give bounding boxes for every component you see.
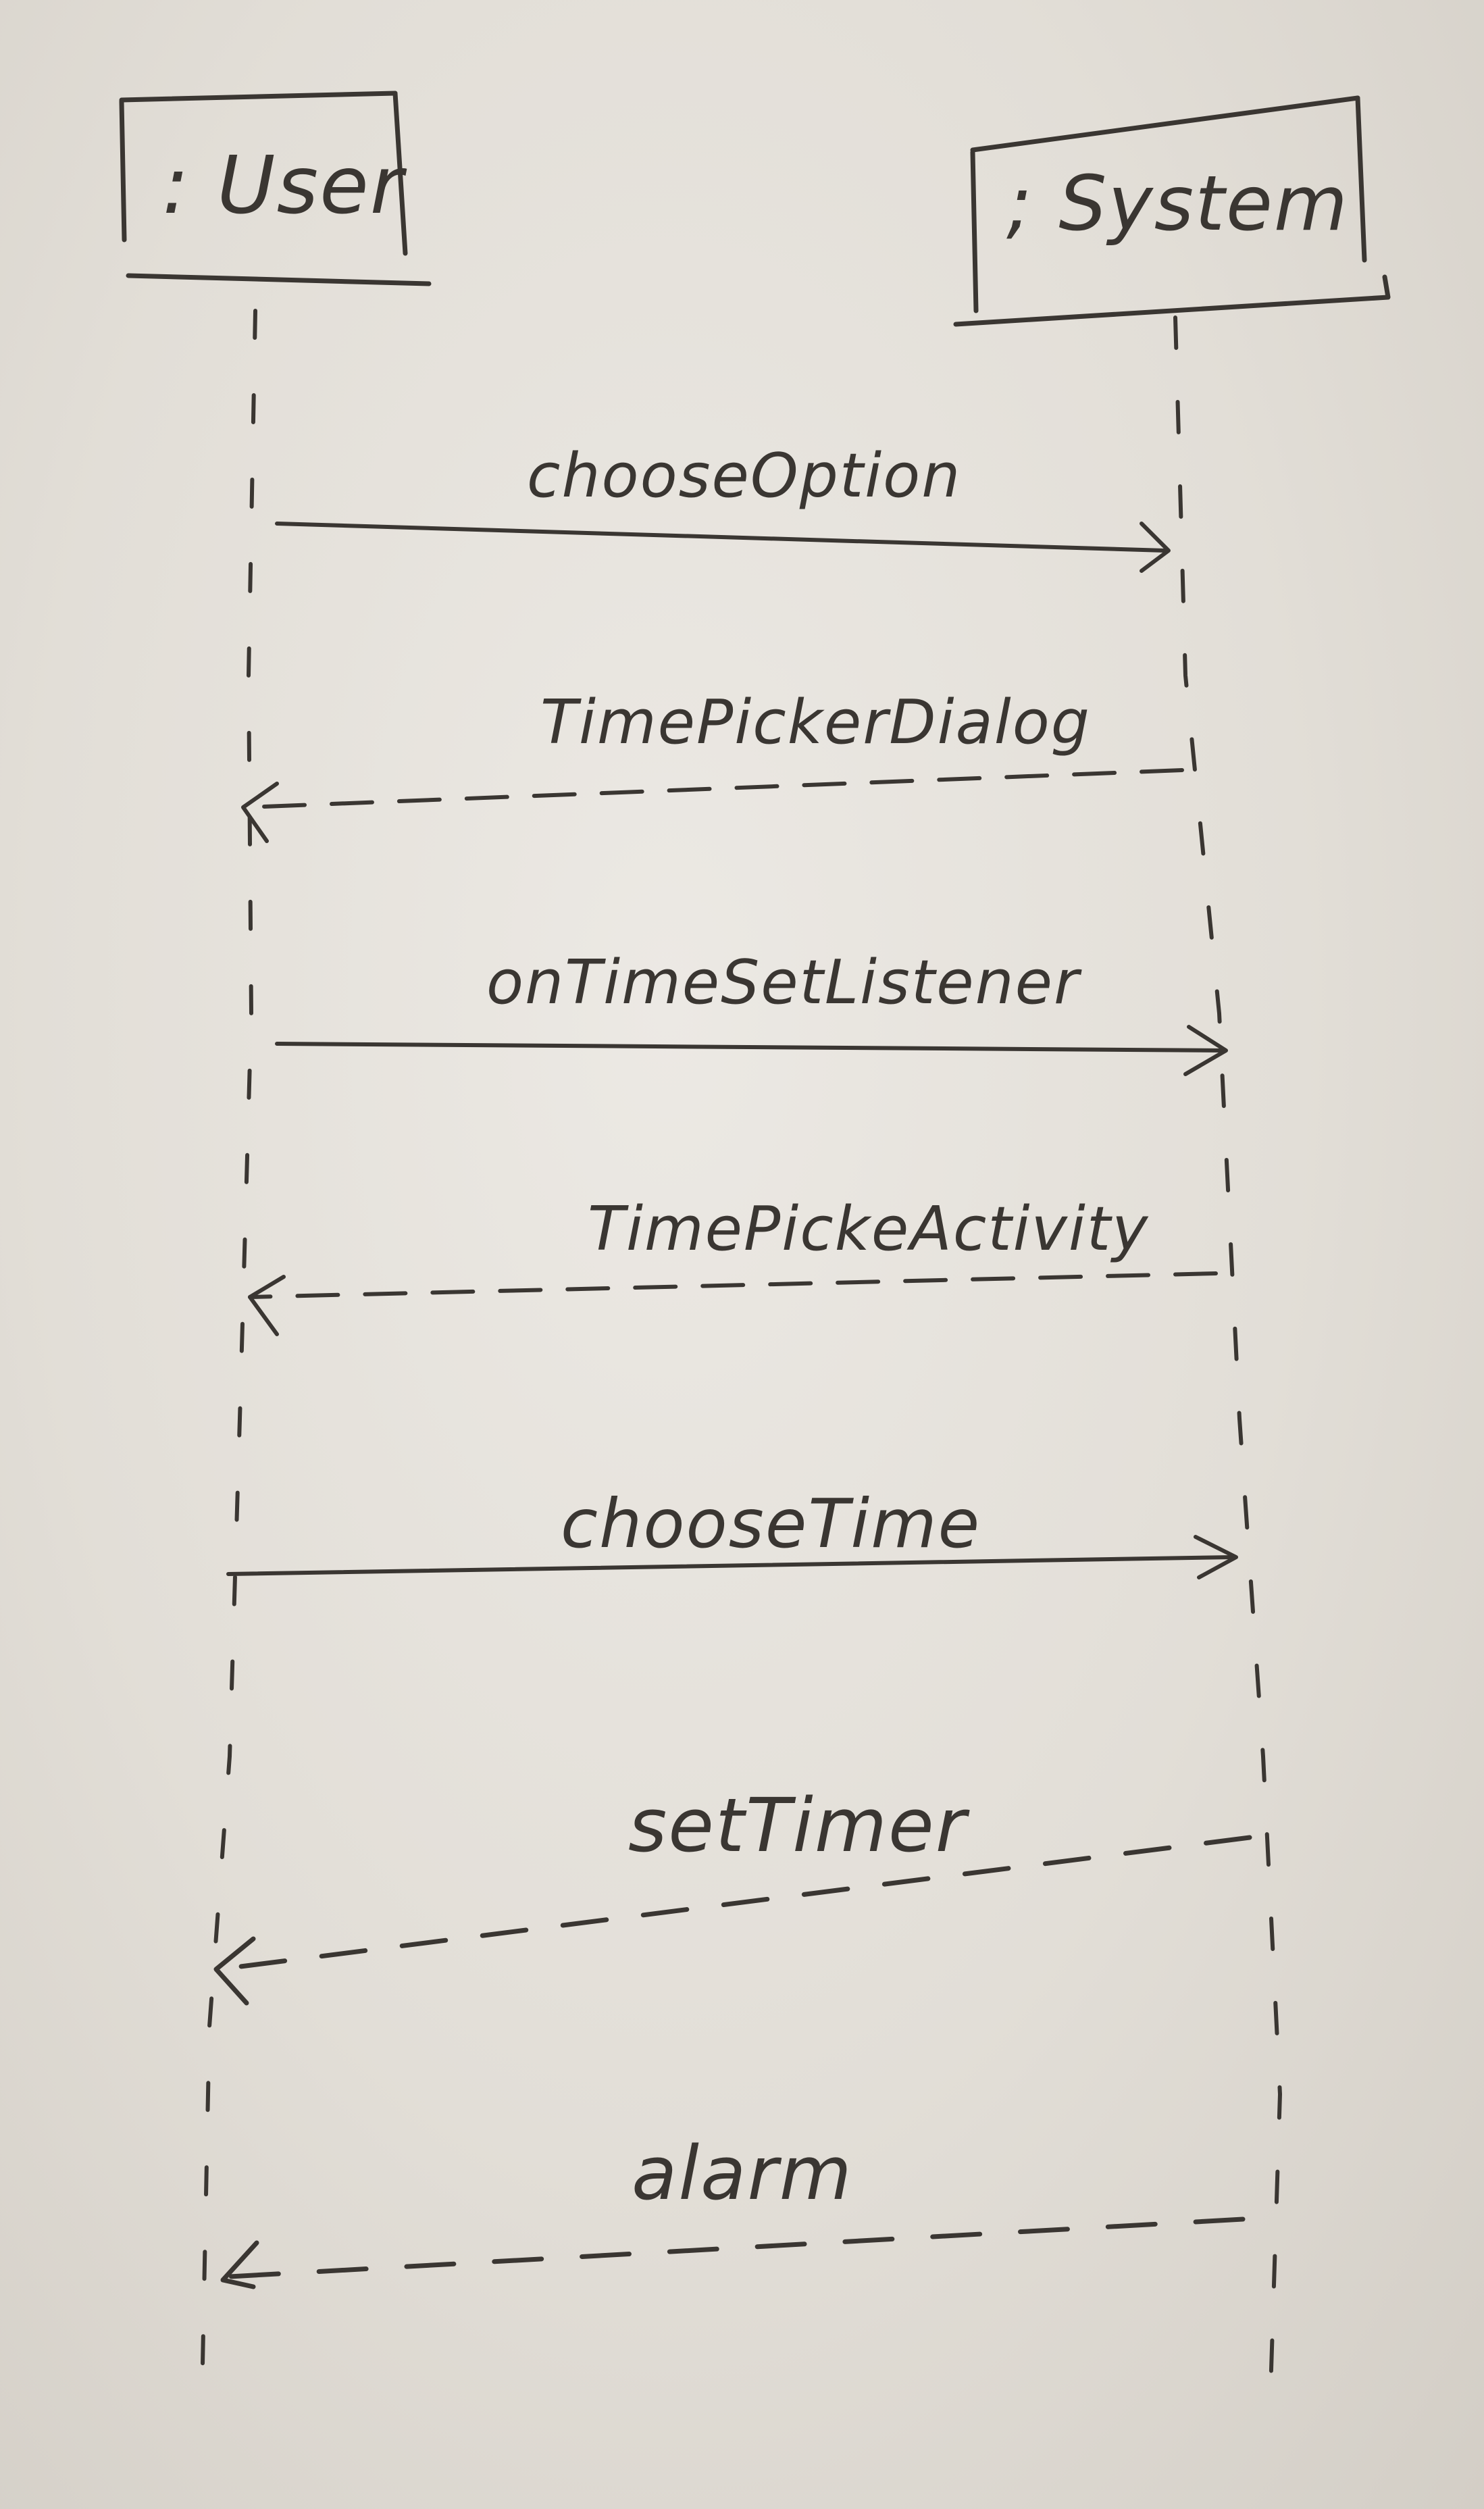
system-box-bottom <box>953 274 1391 327</box>
participant-user: : User <box>119 91 432 286</box>
message-arrow-line <box>275 522 1167 553</box>
arrowhead-icon <box>213 1936 256 2006</box>
message-choose-option: chooseOption <box>275 440 1171 573</box>
message-label: TimePickeActivity <box>588 1194 1149 1265</box>
arrowhead-icon <box>248 1275 286 1336</box>
system-box-right <box>1355 95 1367 263</box>
message-time-picke-activity: TimePickeActivity <box>248 1194 1218 1336</box>
message-on-time-set-listener: onTimeSetListener <box>275 947 1228 1076</box>
user-box-left <box>119 99 127 243</box>
message-alarm: alarm <box>220 2130 1246 2289</box>
message-arrow-line <box>275 1042 1225 1053</box>
user-box-bottom <box>126 273 432 286</box>
participant-system-label: ; System <box>1006 160 1349 248</box>
message-label: chooseTime <box>561 1484 981 1563</box>
message-label: alarm <box>632 2130 853 2216</box>
message-label: setTimer <box>628 1782 970 1869</box>
message-set-timer: setTimer <box>213 1782 1252 2006</box>
message-arrow-line <box>226 1555 1235 1576</box>
arrowhead-icon <box>241 782 279 843</box>
message-label: onTimeSetListener <box>486 947 1082 1018</box>
message-arrow-line <box>245 768 1184 809</box>
message-time-picker-dialog: TimePickerDialog <box>241 687 1184 843</box>
arrowhead-icon <box>1194 1535 1238 1579</box>
arrowhead-icon <box>1140 522 1171 573</box>
arrowhead-icon <box>220 2240 259 2289</box>
user-box-top <box>119 91 398 103</box>
user-box-right <box>392 91 408 256</box>
participant-user-label: : User <box>162 138 407 232</box>
message-choose-time: chooseTime <box>226 1484 1238 1579</box>
user-lifeline <box>201 309 257 2366</box>
message-arrow-line <box>248 1271 1218 1299</box>
arrowhead-icon <box>1183 1025 1228 1076</box>
system-box-top <box>970 95 1360 153</box>
system-lifeline <box>1173 315 1282 2414</box>
message-arrow-line <box>217 1835 1252 1972</box>
message-label: TimePickerDialog <box>540 687 1091 758</box>
message-arrow-line <box>227 2216 1246 2279</box>
system-box-left <box>970 149 979 313</box>
participant-system: ; System <box>953 95 1391 327</box>
message-label: chooseOption <box>527 440 961 511</box>
